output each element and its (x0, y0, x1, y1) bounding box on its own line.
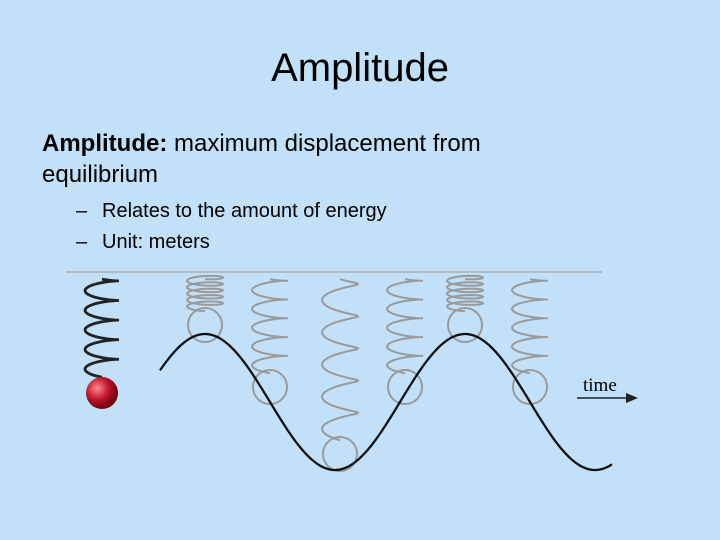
spring-ghost (185, 274, 225, 343)
definition-text: maximum displacement from equilibrium (42, 130, 481, 188)
spring-ghost-group (185, 274, 548, 472)
mass-ball (86, 377, 118, 409)
spring-coil (320, 278, 360, 442)
spring-ghost (510, 278, 548, 405)
bullet-item: – Relates to the amount of energy (76, 196, 387, 227)
spring-ghost (320, 278, 360, 472)
spring-coil (385, 278, 423, 375)
spring-active (83, 277, 119, 379)
ghost-ball (187, 307, 223, 343)
bullet-text: Relates to the amount of energy (102, 200, 387, 222)
bullet-dash: – (76, 231, 88, 253)
bullet-dash: – (76, 200, 88, 222)
slide-title: Amplitude (271, 46, 449, 90)
arrow-head-icon (626, 393, 638, 403)
bullet-text: Unit: meters (102, 231, 210, 253)
spring-coil (445, 274, 485, 313)
ghost-ball (252, 369, 288, 405)
spring-ghost (250, 278, 288, 405)
spring-coil (83, 277, 119, 379)
spring-coil (250, 278, 288, 375)
definition: Amplitude: maximum displacement from equ… (42, 128, 602, 190)
time-axis: time (577, 375, 638, 403)
spring-coil (185, 274, 225, 313)
definition-term: Amplitude: (42, 130, 168, 157)
bullet-list: – Relates to the amount of energy – Unit… (76, 196, 387, 258)
ghost-ball (322, 436, 358, 472)
bullet-item: – Unit: meters (76, 227, 387, 258)
spring-ghost (385, 278, 423, 405)
time-axis-label: time (583, 375, 617, 396)
ghost-ball (447, 307, 483, 343)
sine-wave (159, 332, 613, 472)
spring-coil (510, 278, 548, 375)
ghost-ball (387, 369, 423, 405)
ghost-ball (512, 369, 548, 405)
spring-ghost (445, 274, 485, 343)
oscillation-figure: time (66, 271, 638, 472)
